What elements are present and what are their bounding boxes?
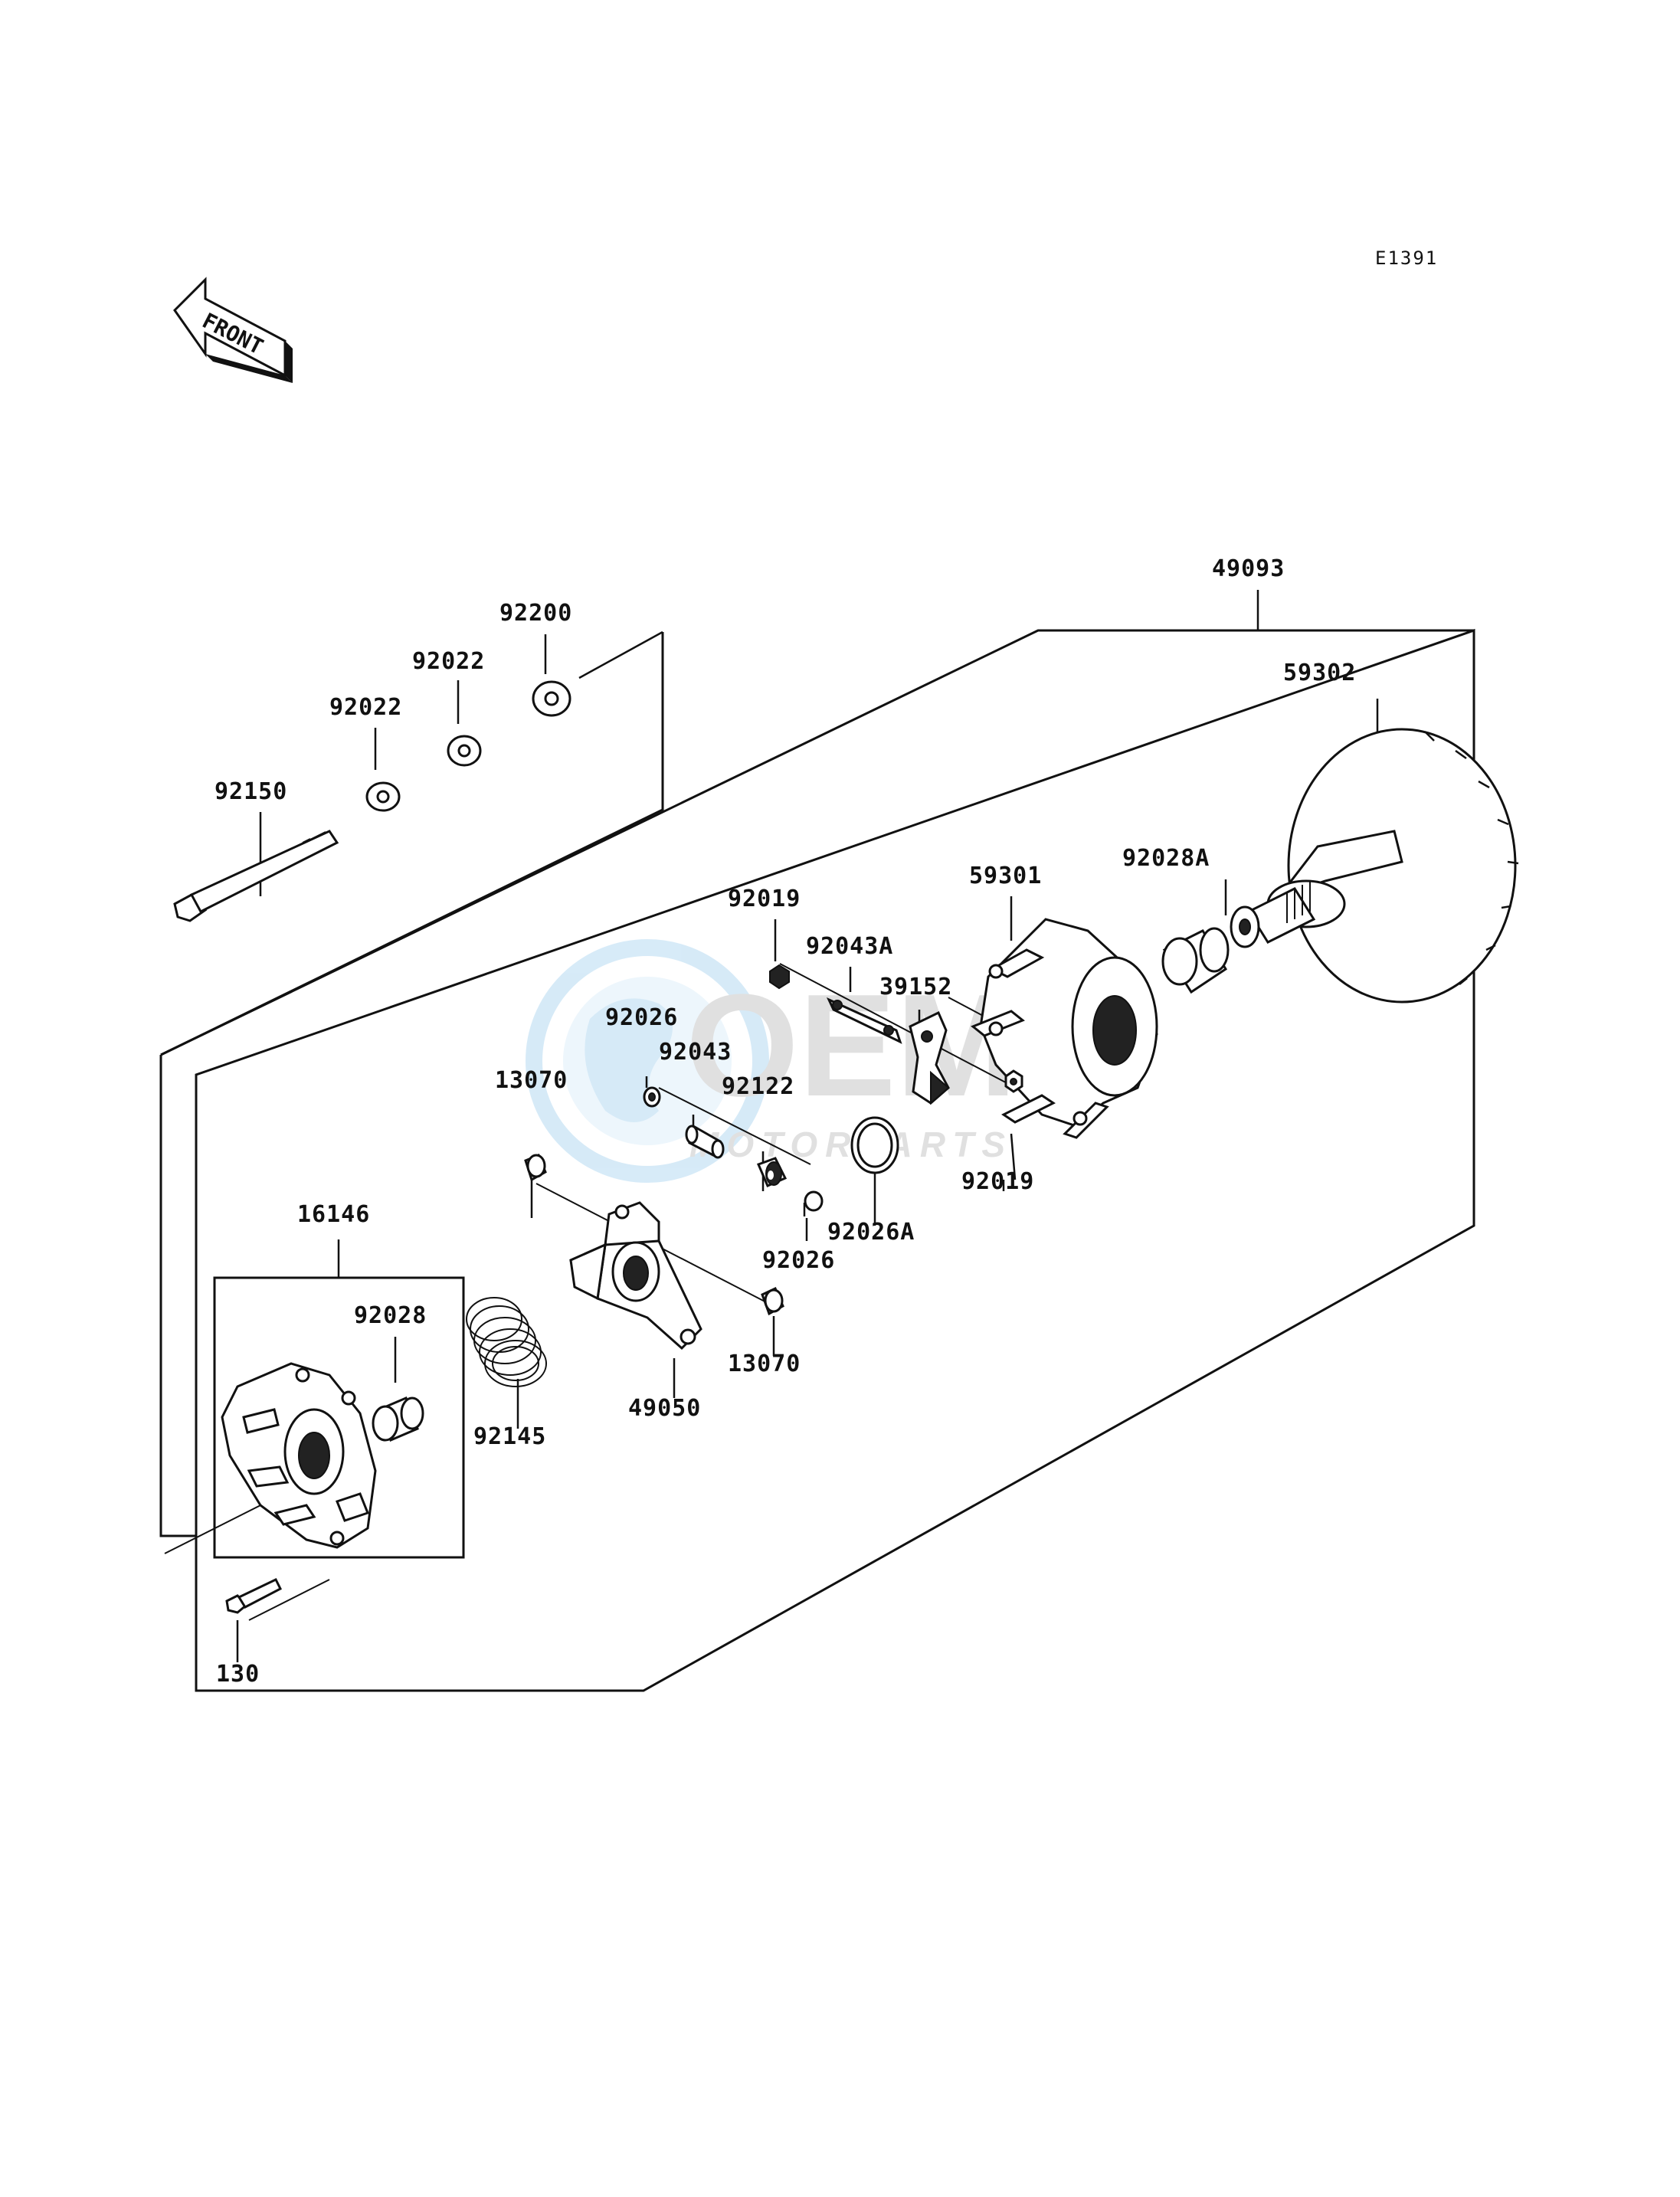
label-92022-a: 92022 [329,694,402,721]
ring-92026-a [643,1086,661,1108]
pin-92043A [826,997,902,1044]
bolt-130 [225,1578,283,1614]
label-92145: 92145 [473,1423,546,1450]
diagram-code: E1391 [1375,247,1438,269]
label-92028A: 92028A [1122,845,1210,872]
nut-92019-a [769,964,790,990]
bushing-13070-b [761,1286,784,1316]
label-13070-a: 13070 [495,1067,568,1094]
label-92019-b: 92019 [961,1168,1034,1195]
label-92026-a: 92026 [605,1004,678,1031]
sheave-59302 [1230,728,1519,1004]
bushing-92028 [372,1396,424,1442]
label-92028: 92028 [354,1302,427,1329]
label-39152: 39152 [879,974,952,1000]
watermark-sub: MOTORPARTS [689,1125,1013,1164]
watermark-globe-icon [526,939,769,1183]
washer-92022-b [447,735,482,767]
front-arrow-icon: FRONT [173,277,293,383]
label-92026A: 92026A [827,1219,915,1246]
label-92200: 92200 [499,600,572,627]
washer-92200 [532,680,571,717]
spring-92145 [466,1297,547,1387]
bushing-92028A [1161,927,1230,994]
ring-92026A [850,1116,899,1174]
part-labels: 49093 59302 92200 92022 92022 92150 9202… [215,555,1356,1688]
bushing-13070-a [524,1154,547,1182]
label-92019-a: 92019 [728,886,801,912]
watermark-brand: OEM [686,964,1017,1127]
label-92043: 92043 [659,1039,732,1066]
label-92022-b: 92022 [412,648,485,675]
washer-92022-a [365,781,401,812]
roller-92122 [756,1157,788,1187]
spider-49050 [569,1201,702,1351]
label-92150: 92150 [215,778,287,805]
label-130: 130 [216,1661,260,1688]
label-92043A: 92043A [806,933,893,960]
spacer-92043 [685,1124,725,1159]
bolt-92150 [173,830,339,922]
watermark: OEM MOTORPARTS [526,939,1017,1183]
label-92026-b: 92026 [762,1247,835,1274]
label-16146: 16146 [297,1201,370,1228]
cover-16146 [221,1362,377,1549]
label-59301: 59301 [969,863,1042,889]
label-59302: 59302 [1283,660,1356,686]
label-92122: 92122 [722,1073,794,1100]
ring-92026-b [804,1190,824,1212]
bolt-group-frame [160,632,664,1056]
nut-92019-b [1004,1069,1023,1093]
weight-39152 [909,1010,950,1105]
label-13070-b: 13070 [728,1351,801,1377]
label-49093: 49093 [1212,555,1285,582]
label-49050: 49050 [628,1395,701,1422]
sheave-59301 [971,918,1158,1139]
